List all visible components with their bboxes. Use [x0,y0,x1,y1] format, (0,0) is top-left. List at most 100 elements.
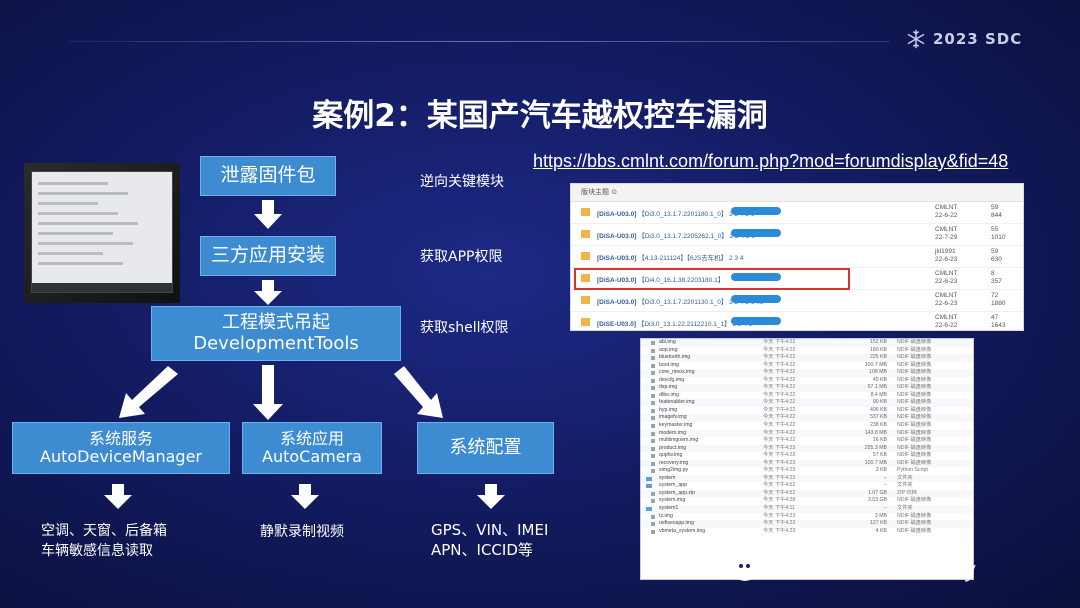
outcome3-line2: APN、ICCID等 [431,541,533,559]
file-name: system [659,474,676,481]
forum-thread-row[interactable]: [DiSA-U03.0] 【Di3.0_13.1.7.2201180.1_0】 … [571,202,1023,224]
forum-thread-row[interactable]: [DiSA-U03.0] 【Di3.0_13.1.7.2205262.1_0】 … [571,224,1023,246]
file-date: 今天 下午4:22 [763,414,796,421]
file-size: 180 KB [869,346,887,353]
file-size: 3 KB [875,467,887,474]
file-date: 今天 下午4:11 [763,505,795,512]
file-date: 今天 下午4:22 [763,422,796,429]
file-name: modem.img [659,429,687,436]
file-name: aop.img [659,346,678,353]
forum-url-link[interactable]: https://bbs.cmlnt.com/forum.php?mod=foru… [533,151,1009,171]
sdc-brand: 2023 SDC [905,28,1022,50]
file-date: 今天 下午4:52 [763,482,796,489]
thread-title: [DiSE-U03.0] 【Di3.0_13.1.22.2112210.1_1】… [597,321,752,328]
file-size: 8.4 MB [870,391,887,398]
head-unit-photo [24,163,180,303]
file-size: 225 KB [869,354,887,361]
step-leaked-firmware: 泄露固件包 [200,156,336,196]
file-date: 今天 下午4:22 [763,391,796,398]
file-kind: NDIF 磁盘映像 [897,339,932,345]
file-size: -- [883,474,887,481]
file-date: 今天 下午4:22 [763,361,796,368]
file-icon [651,408,655,413]
forum-thread-row[interactable]: [DiSA-U03.0] 【Di4.0_16.1.38.2203180.1】 C… [571,268,1023,290]
file-kind: NDIF 磁盘映像 [897,406,932,413]
file-size: 100.7 MB [864,459,887,466]
file-date: 今天 下午4:22 [763,429,796,436]
head-unit-screen [31,171,173,293]
slide-title: 案例2：某国产汽车越权控车漏洞 [312,98,768,134]
file-name: uefisecapp.img [659,520,694,527]
file-date: 今天 下午4:23 [763,520,796,527]
file-size: 127 KB [869,520,887,527]
label-get-app-permission: 获取APP权限 [420,249,503,265]
file-date: 今天 下午4:22 [763,376,796,383]
forum-thread-row[interactable]: [DiSA-U03.0] 【4.13-211124】【6JS去车机】 2 3 4… [571,246,1023,268]
file-kind: NDIF 磁盘映像 [897,452,932,459]
forum-thread-row[interactable]: [DiSA-U03.0] 【Di3.0_13.1.7.2201130.1_0】 … [571,290,1023,312]
wechat-watermark: 公众号 · IoVSecurity [732,552,976,584]
branch1-line1: 系统服务 [88,428,153,448]
file-date: 今天 下午4:22 [763,354,796,361]
file-icon [651,371,655,376]
file-row[interactable]: qupfw.img 今天 下午4:23 57 KB NDIF 磁盘映像 [641,452,973,460]
file-icon [651,439,655,444]
file-size: 255.3 MB [864,444,887,451]
file-date: 今天 下午4:22 [763,399,796,406]
file-kind: NDIF 磁盘映像 [897,376,932,383]
outcome-vehicle-control: 空调、天窗、后备箱 车辆敏感信息读取 [41,521,167,561]
file-icon [651,522,655,527]
file-size: -- [883,482,887,489]
file-name: devcfg.img [659,376,685,383]
branch-system-app: 系统应用 AutoCamera [242,422,382,474]
file-size: 100.7 MB [864,361,887,368]
outcome-silent-recording: 静默录制视频 [260,524,344,540]
file-date: 今天 下午4:28 [763,497,796,504]
forum-thread-row[interactable]: [DiSE-U03.0] 【Di3.0_13.1.22.2112210.1_1】… [571,312,1023,330]
wechat-logo-icon [732,555,758,581]
file-size: 16 KB [872,437,887,444]
file-kind: NDIF 磁盘映像 [897,391,932,398]
brand-text: 2023 SDC [933,30,1023,48]
file-date: 今天 下午4:23 [763,527,796,534]
file-name: qupfw.img [659,452,683,459]
step-third-party-app-install: 三方应用安装 [200,236,336,276]
file-date: 今天 下午4:23 [763,452,796,459]
file-icon [651,378,655,383]
file-size: 57 KB [872,452,887,459]
file-name: system_app [659,482,687,489]
file-kind: 文件夹 [897,505,913,512]
file-kind: NDIF 磁盘映像 [897,422,932,429]
outcome3-line1: GPS、VIN、IMEI [431,521,549,539]
